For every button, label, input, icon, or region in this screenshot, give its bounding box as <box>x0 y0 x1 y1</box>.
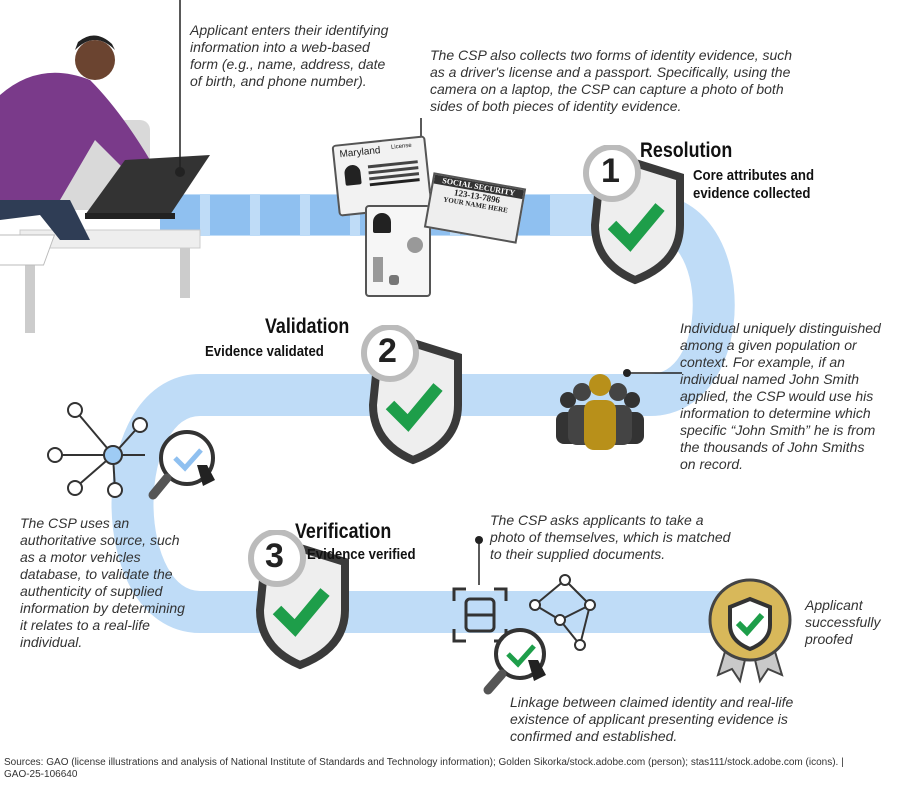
note-line: as a motor vehicles <box>20 549 141 565</box>
note-line: camera on a laptop, the CSP can capture … <box>430 81 784 97</box>
pointer-line <box>623 369 682 377</box>
note-csp-collects: The CSP also collects two forms of ident… <box>430 47 792 115</box>
note-line: individual named John Smith <box>680 371 859 387</box>
note-line: it relates to a real-life <box>20 617 150 633</box>
step-title-verification: Verification <box>295 520 392 543</box>
step-title-validation: Validation <box>265 315 350 338</box>
people-group-icon <box>556 374 644 450</box>
note-line: The CSP uses an <box>20 515 130 531</box>
report-id: GAO-25-106640 <box>4 769 78 780</box>
note-line: sides of both pieces of identity evidenc… <box>430 98 682 114</box>
step-subtitle-validation: Evidence validated <box>205 343 324 360</box>
subtitle-line: evidence collected <box>693 185 811 202</box>
step-number-2: 2 <box>378 332 397 370</box>
footer-sources: Sources: GAO (license illustrations and … <box>4 757 844 781</box>
note-line: specific “John Smith” he is from <box>680 422 876 438</box>
note-line: authenticity of supplied <box>20 583 163 599</box>
subtitle-line: Core attributes and <box>693 167 815 184</box>
note-line: the thousands of John Smiths <box>680 439 865 455</box>
shield-check-icon-2 <box>361 325 462 465</box>
note-line: individual. <box>20 634 83 650</box>
face-scan-icon <box>452 587 508 643</box>
step-subtitle-resolution: Core attributes and evidence collected <box>693 167 814 203</box>
note-line: of birth, and phone number). <box>190 73 367 89</box>
note-line: applied, the CSP would use his <box>680 388 874 404</box>
note-line: authoritative source, such <box>20 532 180 548</box>
license-state: Maryland <box>338 145 382 161</box>
note-linkage: Linkage between claimed identity and rea… <box>510 694 793 745</box>
note-line: as a driver's license and a passport. Sp… <box>430 64 791 80</box>
note-line: existence of applicant presenting eviden… <box>510 711 788 727</box>
step-number-1: 1 <box>601 152 620 190</box>
note-line: on record. <box>680 456 744 472</box>
note-line: proofed <box>805 631 853 647</box>
network-nodes-icon <box>47 402 148 498</box>
note-applicant-enters: Applicant enters their identifying infor… <box>190 22 388 90</box>
note-line: Linkage between claimed identity and rea… <box>510 694 794 710</box>
note-applicant-proofed: Applicant successfully proofed <box>805 597 880 648</box>
person-at-laptop-illustration <box>0 0 210 333</box>
note-line: information by determining <box>20 600 185 616</box>
shield-check-icon-1 <box>583 145 684 285</box>
passport-card <box>365 205 431 297</box>
note-line: photo of themselves, which is matched <box>490 529 731 545</box>
note-line: information into a web-based <box>190 39 370 55</box>
note-line: database, to validate the <box>20 566 173 582</box>
note-line: successfully <box>805 614 881 630</box>
note-line: among a given population or <box>680 337 857 353</box>
note-line: form (e.g., name, address, date <box>190 56 386 72</box>
note-line: The CSP also collects two forms of ident… <box>430 47 793 63</box>
note-line: Applicant enters their identifying <box>190 22 389 38</box>
note-line: The CSP asks applicants to take a <box>490 512 704 528</box>
note-line: Applicant <box>805 597 863 613</box>
step-title-resolution: Resolution <box>640 139 733 162</box>
pointer-line <box>475 536 483 585</box>
award-badge-icon <box>708 578 792 684</box>
magnifier-check-icon <box>148 430 215 500</box>
note-csp-authoritative: The CSP uses an authoritative source, su… <box>20 515 185 651</box>
note-individual-unique: Individual uniquely distinguished among … <box>680 320 881 473</box>
shield-check-icon-3 <box>248 530 349 670</box>
step-number-3: 3 <box>265 537 284 575</box>
note-line: to their supplied documents. <box>490 546 666 562</box>
license-label: License <box>390 142 412 151</box>
magnifier-check-icon-2 <box>483 628 546 695</box>
step-subtitle-verification: Evidence verified <box>307 546 416 563</box>
note-csp-asks: The CSP asks applicants to take a photo … <box>490 512 730 563</box>
note-line: context. For example, if an <box>680 354 845 370</box>
sources-text: Sources: GAO (license illustrations and … <box>4 757 844 768</box>
note-line: Individual uniquely distinguished <box>680 320 881 336</box>
note-line: confirmed and established. <box>510 728 678 744</box>
facial-network-icon <box>529 574 596 651</box>
note-line: information to determine which <box>680 405 871 421</box>
